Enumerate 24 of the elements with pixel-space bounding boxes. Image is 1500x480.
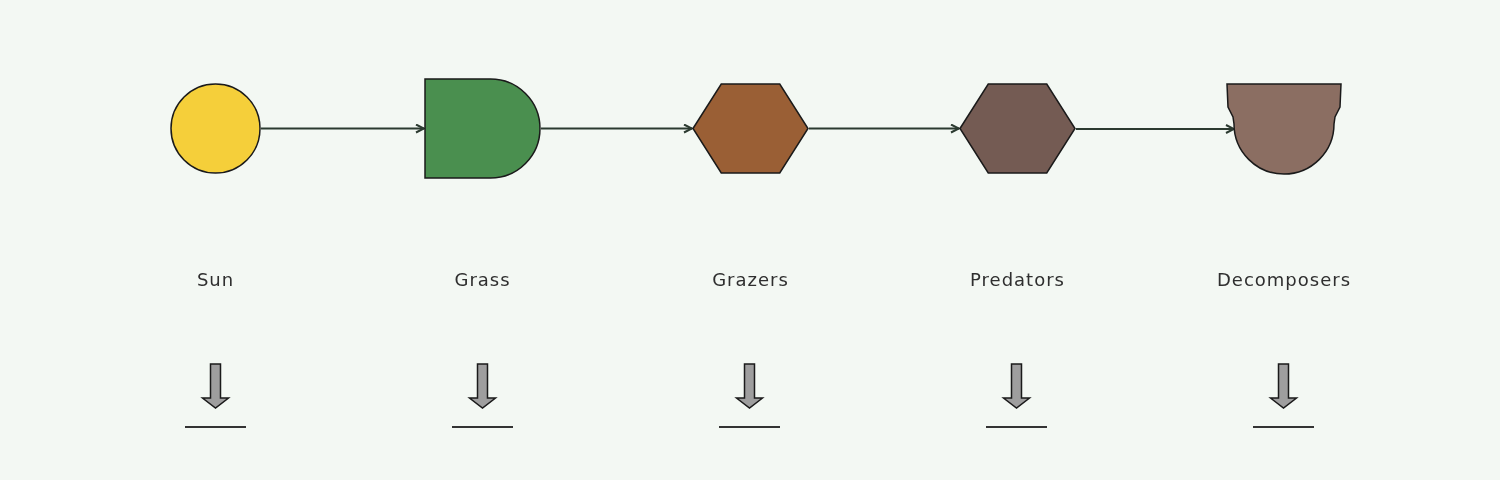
circle-shape <box>170 83 261 174</box>
block-arrow <box>1268 363 1299 409</box>
block-arrow <box>200 363 231 409</box>
blank-line <box>452 426 513 428</box>
block-arrow <box>734 363 765 409</box>
shape-caption: Decomposers <box>1217 268 1351 292</box>
arrow <box>540 123 693 134</box>
arrow <box>1075 124 1235 134</box>
blank-line <box>185 426 246 428</box>
shape-caption: Grazers <box>712 268 789 292</box>
bowl-shape <box>1225 83 1343 175</box>
blank-line <box>986 426 1047 428</box>
arrow <box>808 123 960 134</box>
shape-caption: Predators <box>970 268 1065 292</box>
blank-line <box>1253 426 1314 428</box>
blank-line <box>719 426 780 428</box>
half-rounded-shape <box>424 78 541 179</box>
hexagon-shape <box>692 83 809 174</box>
block-arrow <box>467 363 498 409</box>
block-arrow <box>1001 363 1032 409</box>
hexagon-shape <box>959 83 1076 174</box>
shape-caption: Sun <box>196 268 235 292</box>
arrow <box>260 123 425 134</box>
shape-caption: Grass <box>454 268 511 292</box>
